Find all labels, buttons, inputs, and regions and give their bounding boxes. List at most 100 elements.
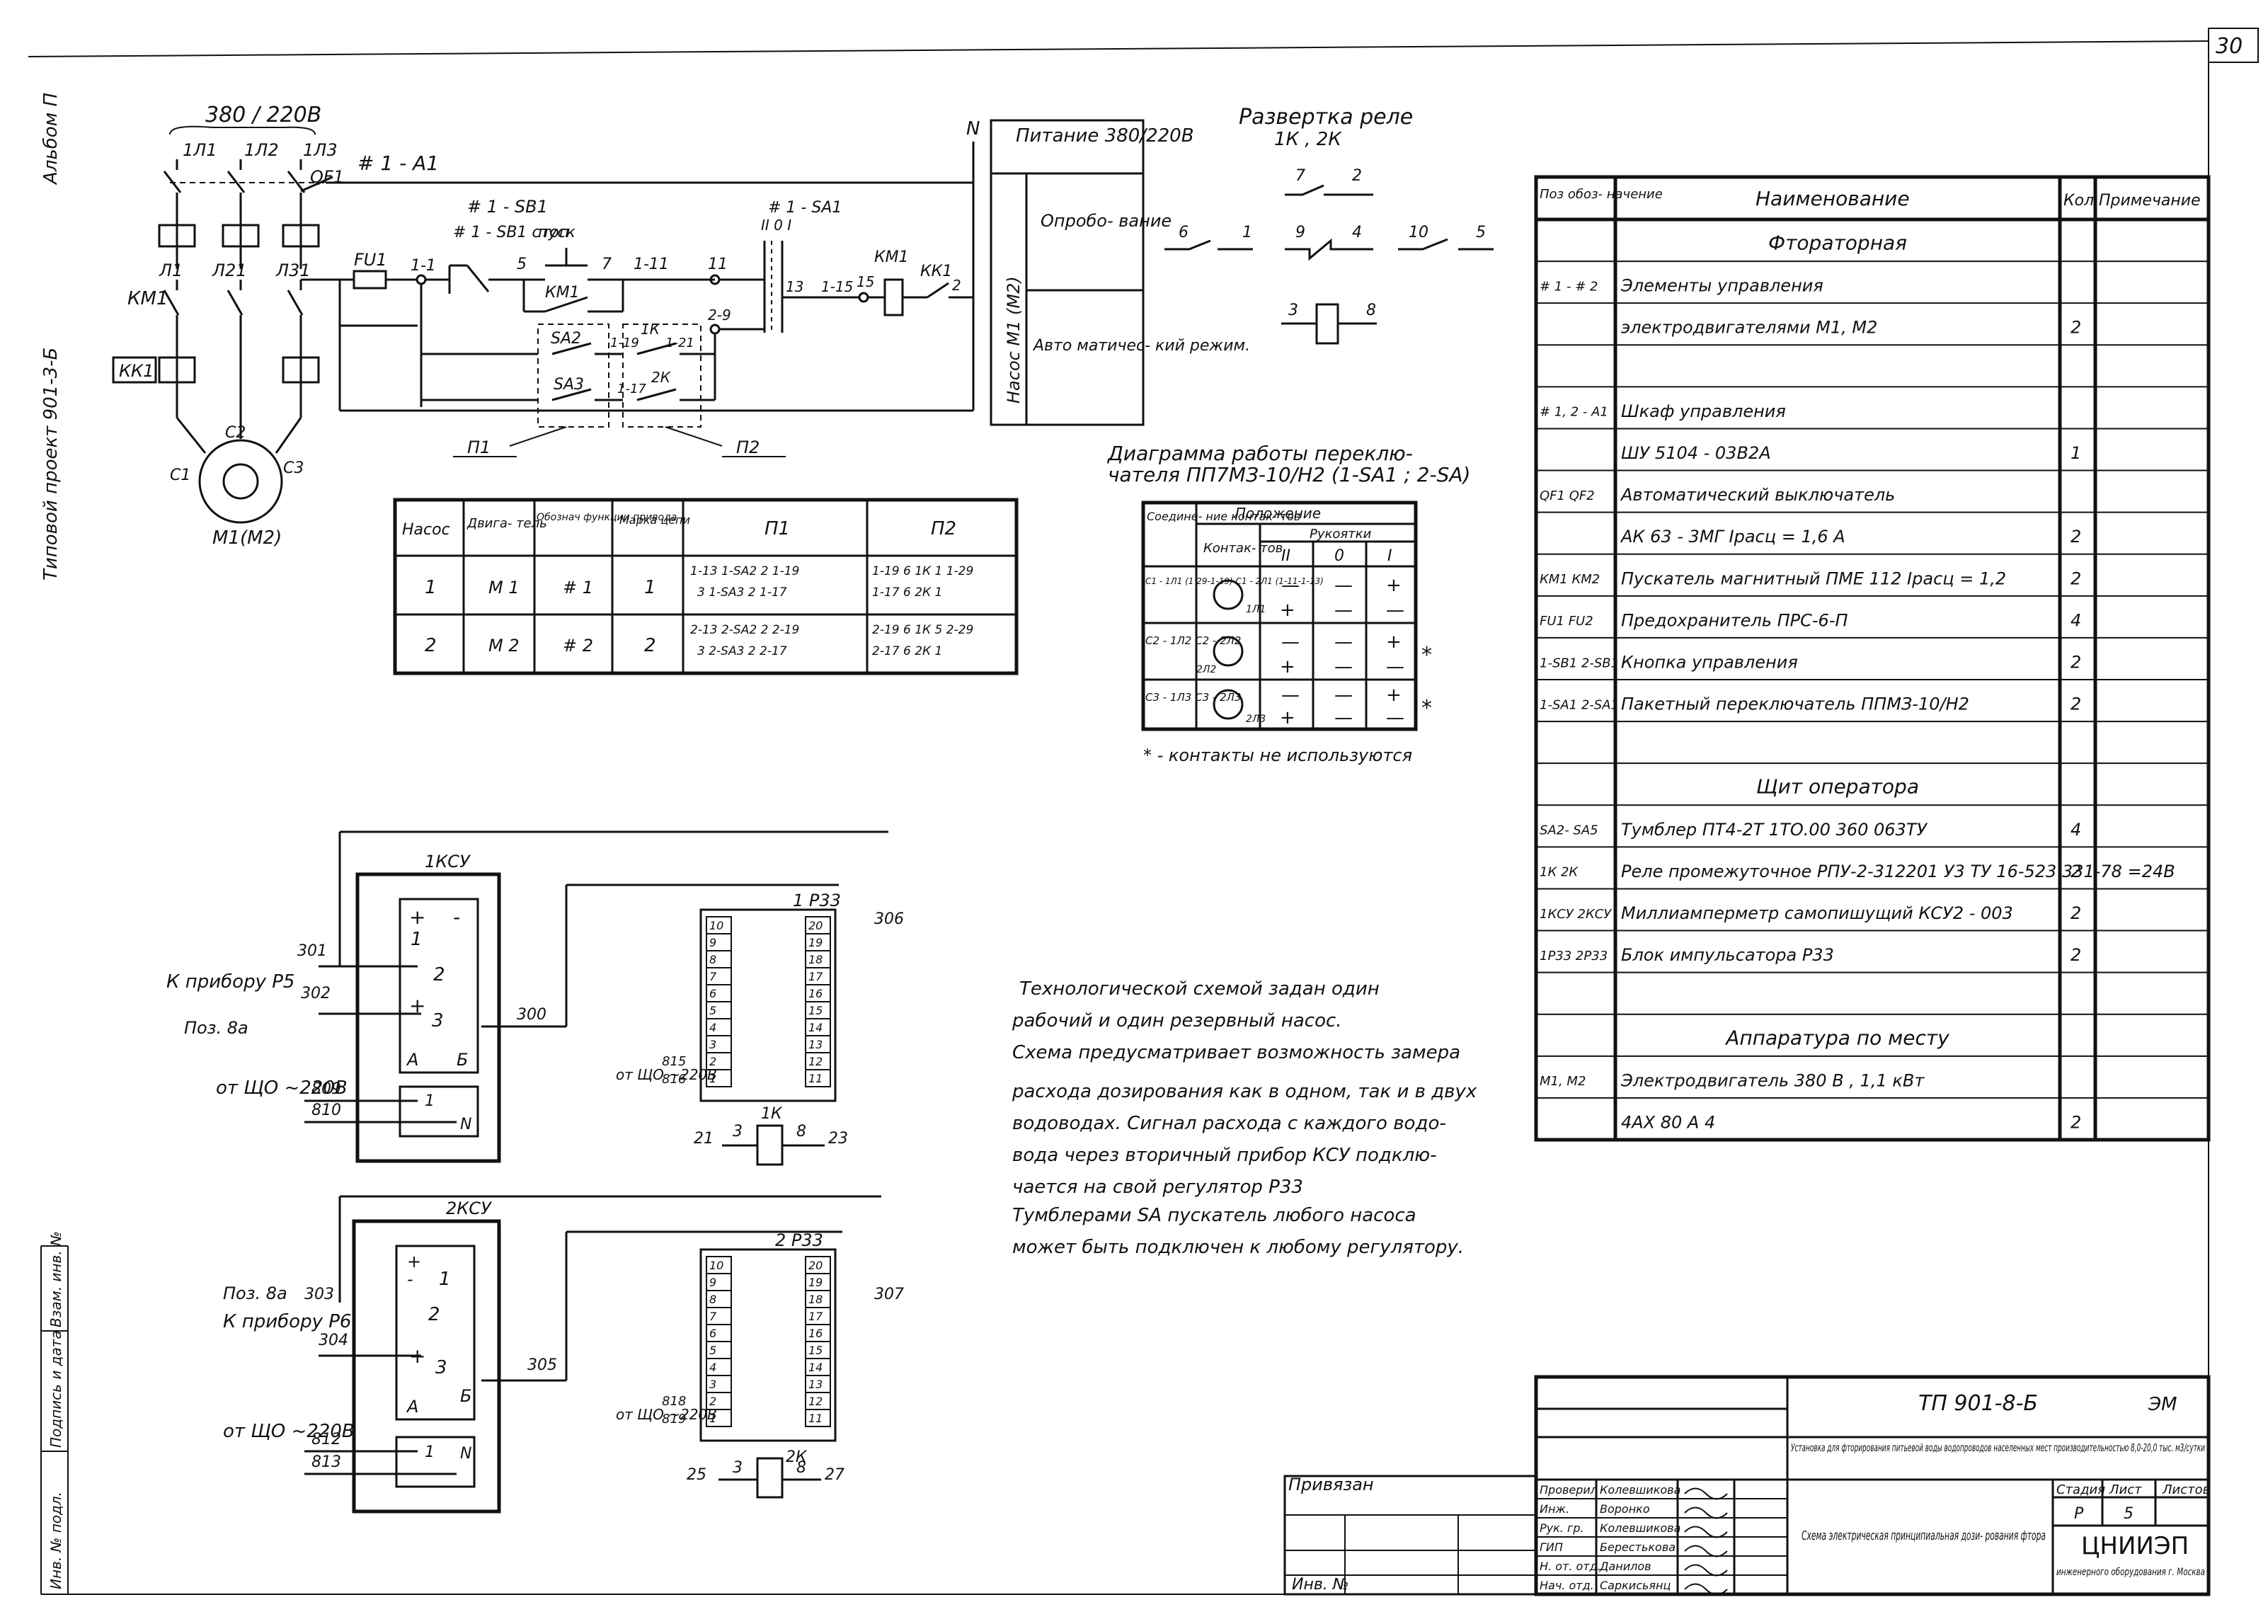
ksu2-wire-304: 304 bbox=[319, 1332, 348, 1349]
org-sub: инженерного оборудования г. Москва bbox=[2056, 1567, 2205, 1578]
org-name: ЦНИИЭП bbox=[2081, 1532, 2189, 1560]
pump-table-header-motor: Двига- тель bbox=[466, 516, 547, 531]
signature-name: Берестькова bbox=[1600, 1540, 1676, 1554]
ksu1-t-n1: 1 bbox=[425, 1092, 435, 1110]
right-pin: 14 bbox=[808, 1361, 823, 1374]
spec-row-name: Элементы управления bbox=[1620, 276, 1823, 296]
switch-row-3: С3 - 1Л3 С3 - 2Л3 2Л3 — — + + — — * bbox=[1145, 685, 1432, 728]
left-stamp-replace: Взам. инв. № bbox=[47, 1231, 64, 1327]
spec-row-qty: 2 bbox=[2071, 527, 2081, 547]
spec-row: Фтораторная bbox=[1536, 231, 2209, 263]
spec-row-name: 4АХ 80 А 4 bbox=[1621, 1112, 1715, 1132]
switch-row-2: С2 - 1Л2 С2 - 2Л2 2Л2 — — + + — — * bbox=[1145, 631, 1432, 677]
pump-row-1-p2-b: 1-17 6 2К 1 bbox=[872, 585, 942, 600]
ksu1-t-a: А bbox=[406, 1050, 418, 1070]
switch-row-2-m2: — bbox=[1334, 631, 1353, 653]
left-pin: 4 bbox=[709, 1361, 716, 1374]
ksu2-t-minus: - bbox=[407, 1269, 413, 1289]
right-pin: 16 bbox=[808, 1327, 823, 1340]
ksu1-wire-301: 301 bbox=[297, 942, 327, 960]
wire-5: 5 bbox=[517, 256, 527, 273]
motor-terminal-c3: С3 bbox=[283, 459, 304, 477]
ksu1-label: 1КСУ bbox=[425, 852, 471, 871]
ksu1-t-1: 1 bbox=[411, 929, 423, 950]
rz2-rw-3: 3 bbox=[733, 1459, 743, 1477]
switch-row-3-contacts: С3 - 1Л3 С3 - 2Л3 bbox=[1145, 691, 1241, 704]
start-button-label: пуск bbox=[538, 224, 575, 241]
signature-scribble bbox=[1684, 1545, 1728, 1557]
spec-row-pos: 1К 2К bbox=[1540, 865, 1579, 880]
stage-value: Р bbox=[2074, 1505, 2084, 1523]
pump-row-1-pump: 1 bbox=[425, 577, 437, 598]
pump-row-1: 1 М 1 # 1 1 1-13 1-SА2 2 1-19 3 1-SА3 2 … bbox=[425, 564, 973, 600]
ksu2-to-device: К прибору Р6 bbox=[223, 1311, 351, 1332]
relay-sweep-subtitle: 1К , 2К bbox=[1274, 129, 1342, 150]
ksu2-t-a: А bbox=[406, 1397, 418, 1417]
pump-table-header-p2: П2 bbox=[931, 518, 956, 539]
switch-pos-ii: II bbox=[1281, 547, 1290, 565]
pump-row-2-p2-a: 2-19 6 1К 5 2-29 bbox=[872, 623, 973, 637]
ksu2-poz: Поз. 8а bbox=[223, 1283, 287, 1303]
right-pin: 16 bbox=[808, 987, 823, 1000]
right-pin: 12 bbox=[808, 1395, 823, 1408]
switch-row-2-m3: + bbox=[1386, 631, 1402, 653]
switch-col-contacts: Соедине- ние контак- тов bbox=[1147, 510, 1300, 523]
rz2-out: 307 bbox=[874, 1286, 904, 1303]
spec-row-name: Пускатель магнитный ПМЕ 112 Iрасц = 1,2 bbox=[1621, 568, 2006, 588]
relay-1k-contact: 1К bbox=[641, 321, 660, 338]
n2-label: П2 bbox=[736, 438, 760, 457]
coil-km1-label: КМ1 bbox=[874, 248, 909, 266]
spec-row-qty: 4 bbox=[2071, 820, 2081, 840]
right-pin: 20 bbox=[808, 1259, 823, 1272]
spec-row-qty: 4 bbox=[2071, 610, 2081, 630]
left-pin: 3 bbox=[709, 1378, 716, 1391]
rz2-relay: 2К bbox=[786, 1448, 808, 1466]
title-mark: ЭМ bbox=[2148, 1394, 2177, 1415]
spec-row-pos: FU1 FU2 bbox=[1540, 614, 1593, 629]
wire-1-11: 1-11 bbox=[634, 256, 669, 273]
spec-row-name: Щит оператора bbox=[1756, 775, 1919, 799]
wire-1-21: 1-21 bbox=[665, 336, 694, 350]
spec-row: Щит оператора bbox=[1536, 775, 2209, 806]
motor-terminal-c2: С2 bbox=[225, 424, 246, 442]
left-pin: 2 bbox=[709, 1395, 716, 1408]
pin-5: 5 bbox=[1476, 224, 1486, 241]
spec-row-pos: М1, М2 bbox=[1540, 1074, 1586, 1089]
left-pin: 10 bbox=[709, 919, 723, 932]
power-voltage: 380 / 220В bbox=[205, 103, 321, 127]
pump-table-header-pump: Насос bbox=[402, 521, 450, 539]
rz2-wire-819: 819 bbox=[662, 1412, 686, 1426]
left-pin: 2 bbox=[709, 1055, 716, 1068]
left-pin: 6 bbox=[709, 1327, 716, 1340]
binding-label: Привязан bbox=[1288, 1475, 1374, 1494]
kk1-contact-label: КК1 bbox=[920, 263, 952, 280]
switch-row-1-n2: — bbox=[1334, 600, 1353, 621]
switch-row-1: С1 - 1Л1 (1 29-1-19) С1 - 2Л1 (1-11-1-13… bbox=[1145, 575, 1404, 621]
title-object: Установка для фторирования питьевой воды… bbox=[1791, 1441, 2205, 1454]
spec-row-name: Пакетный переключатель ППМЗ-10/Н2 bbox=[1621, 694, 1969, 714]
ksu2-t-b: Б bbox=[460, 1386, 471, 1406]
ksu-1: 1КСУ + 1 - 2 + 3 А Б 1 N К прибору Р5 По… bbox=[166, 830, 888, 1163]
switch-row-3-m1: — bbox=[1281, 685, 1300, 706]
pump-row-2-p1-a: 2-13 2-SА2 2 2-19 bbox=[690, 623, 799, 637]
left-pin: 7 bbox=[709, 970, 717, 983]
phase-label-1: Л1 bbox=[159, 261, 183, 280]
switch-row-1-n1: + bbox=[1280, 600, 1295, 621]
left-stamp-inv: Инв. № подл. bbox=[47, 1492, 64, 1589]
pump-row-2-motor: М 2 bbox=[488, 636, 520, 656]
ksu2-t-3: 3 bbox=[435, 1357, 447, 1378]
ksu2-t-plus: + bbox=[407, 1252, 421, 1271]
right-pin: 13 bbox=[808, 1378, 823, 1391]
switch-label: # 1 - SА1 bbox=[768, 199, 842, 217]
switch-diagram-title-2: чателя ПП7МЗ-10/Н2 (1-SА1 ; 2-SА) bbox=[1108, 463, 1470, 486]
page-number: 30 bbox=[2216, 34, 2243, 59]
left-pin: 1 bbox=[709, 1072, 716, 1085]
relay-2k-contact: 2К bbox=[651, 369, 671, 386]
